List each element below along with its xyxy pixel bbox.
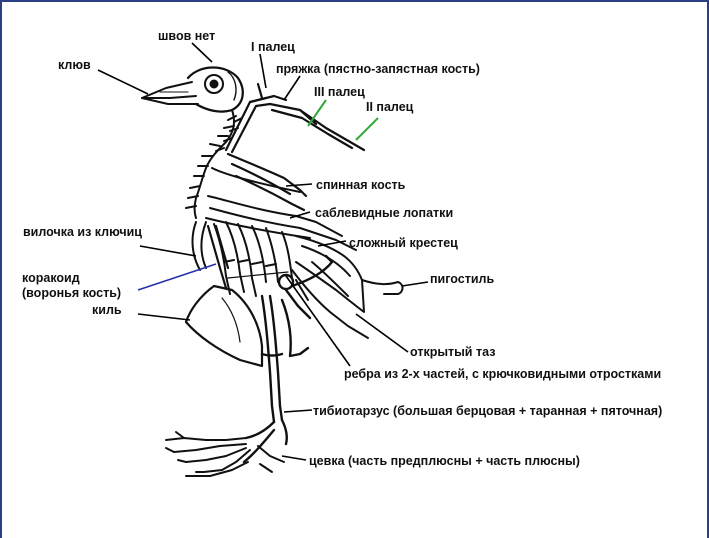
- label-otkryty-taz: открытый таз: [410, 345, 495, 359]
- label-tibiotarsus: тибиотарзус (большая берцовая + таранная…: [313, 404, 662, 418]
- label-sablevidnye-lopatki: саблевидные лопатки: [315, 206, 453, 220]
- leader-pryazhka: [284, 76, 300, 100]
- furcula: [193, 222, 206, 270]
- label-pryazhka: пряжка (пястно-запястная кость): [276, 62, 480, 76]
- leader-pigostil: [402, 282, 428, 286]
- label-palets-1: I палец: [251, 40, 295, 54]
- label-spinnaya-kost: спинная кость: [316, 178, 405, 192]
- beak: [142, 82, 198, 104]
- leg-bones: [244, 296, 287, 462]
- leader-korakoid: [138, 264, 216, 290]
- leader-shvov-net: [192, 43, 212, 62]
- leader-spinnaya: [286, 184, 312, 186]
- label-tsevka: цевка (часть предплюсны + часть плюсны): [309, 454, 580, 468]
- label-korakoid: коракоид (воронья кость): [22, 271, 121, 301]
- pelvis-tail: [292, 236, 403, 338]
- label-slozhny-krestets: сложный крестец: [349, 236, 458, 250]
- label-pigostil: пигостиль: [430, 272, 494, 286]
- leader-otkryty-taz: [356, 314, 408, 352]
- label-palets-2: II палец: [366, 100, 413, 114]
- label-klyuv: клюв: [58, 58, 91, 72]
- label-shvov-net: швов нет: [158, 29, 215, 43]
- leader-palets-2: [356, 118, 378, 140]
- leader-kil: [138, 314, 190, 320]
- keel-sternum: [186, 286, 262, 366]
- label-vilochka: вилочка из ключиц: [23, 225, 142, 239]
- leader-klyuv: [98, 70, 148, 94]
- label-kil: киль: [92, 303, 122, 317]
- leader-palets-1: [260, 54, 266, 88]
- label-palets-3: III палец: [314, 85, 365, 99]
- leader-vilochka: [140, 246, 196, 256]
- leader-tsevka: [282, 456, 306, 460]
- label-rebra: ребра из 2-х частей, с крючковидными отр…: [344, 367, 661, 381]
- leader-tibiotarsus: [284, 410, 312, 412]
- coracoid: [208, 226, 228, 288]
